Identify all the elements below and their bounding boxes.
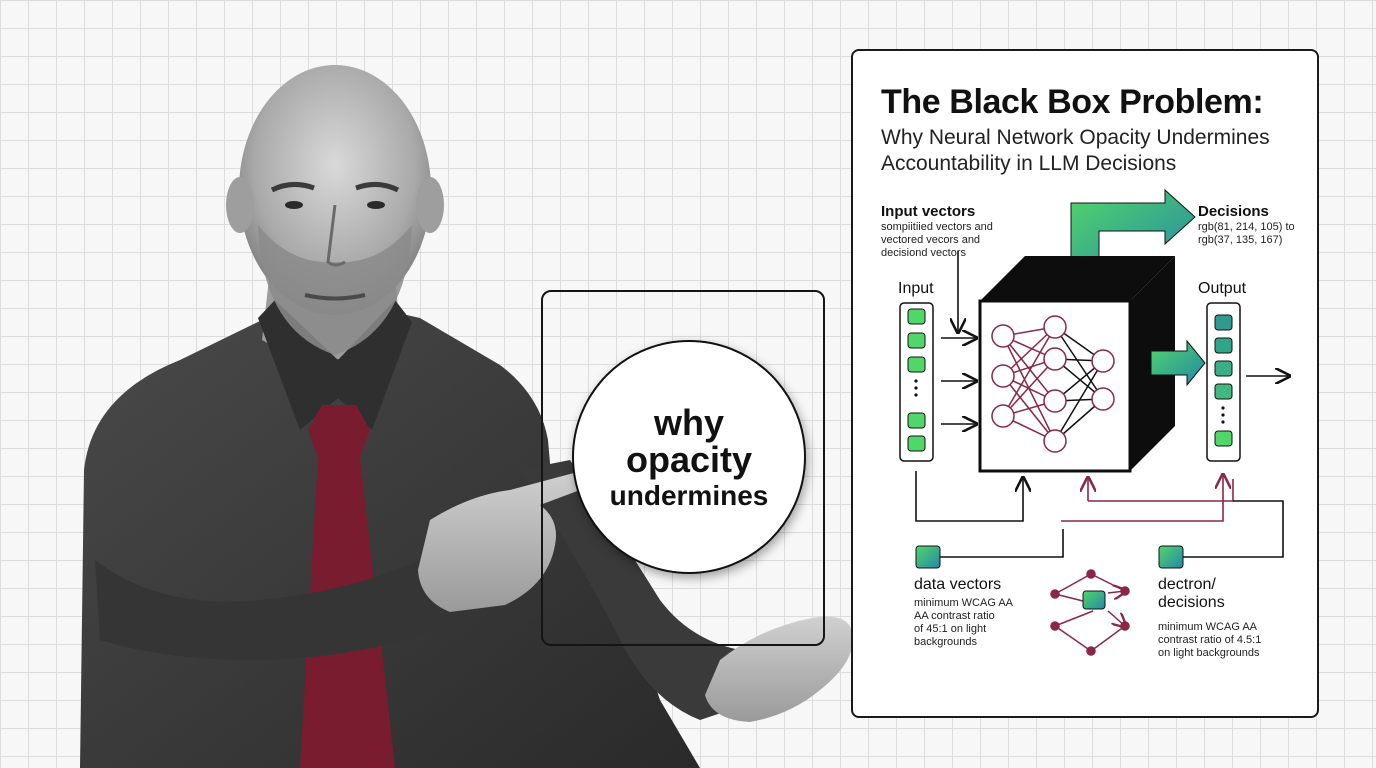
black-box-diagram xyxy=(899,188,1317,656)
output-label: Output xyxy=(1198,280,1247,297)
speech-bubble: why opacity undermines xyxy=(572,340,806,574)
collar xyxy=(258,300,412,430)
black-box-top xyxy=(980,256,1175,301)
decision-block-desc: minimum WCAG AA contrast ratio of 4.5:1 … xyxy=(1158,621,1262,659)
output-arrow xyxy=(1150,339,1206,387)
bubble-line-2: opacity xyxy=(625,439,753,481)
bubble-line-3: undermines xyxy=(609,480,769,512)
bubble-line-1: why xyxy=(653,401,724,443)
decisions-heading: Decisions xyxy=(1198,203,1269,220)
data-vectors-swatch xyxy=(915,545,941,569)
held-frame xyxy=(541,290,825,646)
decision-block-heading: dectron/ decisions xyxy=(1158,576,1225,611)
decisions-desc: rgb(81, 214, 105) to rgb(37, 135, 167) xyxy=(1198,221,1295,246)
data-vectors-desc: minimum WCAG AA AA contrast ratio of 45:… xyxy=(914,597,1014,648)
beard xyxy=(258,225,412,355)
pointing-hand xyxy=(418,470,597,612)
output-nodes xyxy=(1214,314,1233,447)
input-nodes xyxy=(907,308,926,452)
input-label: Input xyxy=(898,280,934,297)
input-vectors-heading: Input vectors xyxy=(881,203,976,220)
poster-subtitle: Why Neural Network Opacity Undermines Ac… xyxy=(881,126,1270,175)
mini-network xyxy=(1050,569,1130,656)
arm-left xyxy=(95,540,490,660)
poster-title: The Black Box Problem: xyxy=(881,83,1264,121)
decisions-arrow xyxy=(1070,188,1196,277)
neural-network xyxy=(991,315,1115,453)
input-vectors-desc: sompiitiied vectors and vectored vecors … xyxy=(881,221,993,259)
infographic-poster: The Black Box Problem: Why Neural Networ… xyxy=(851,49,1319,718)
data-vectors-heading: data vectors xyxy=(914,576,1002,593)
arm-right xyxy=(520,460,760,720)
decisions-swatch xyxy=(1158,545,1184,569)
